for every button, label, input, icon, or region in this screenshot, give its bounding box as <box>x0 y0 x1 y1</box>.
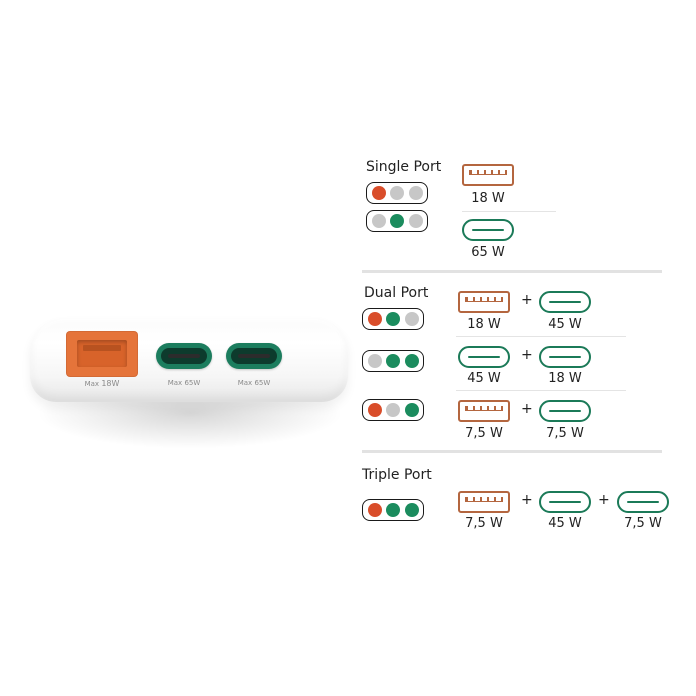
usb-a-icon <box>458 491 510 513</box>
led-indicator <box>362 308 424 330</box>
power-bank: Max 18W Max 65W Max 65W <box>30 318 348 402</box>
row-divider <box>462 211 556 212</box>
plus-sign: + <box>521 401 533 417</box>
usb-c-icon <box>539 400 591 422</box>
plus-sign: + <box>598 492 610 508</box>
plus-sign: + <box>521 292 533 308</box>
row-divider <box>456 336 626 337</box>
section-divider <box>362 450 662 453</box>
watt-label: 7,5 W <box>465 516 503 531</box>
led-off <box>371 214 386 228</box>
led-green <box>386 312 400 326</box>
watt-label: 7,5 W <box>465 426 503 441</box>
usb-a-icon <box>462 164 514 186</box>
usb-a-icon <box>458 400 510 422</box>
watt-label: 7,5 W <box>624 516 662 531</box>
led-green <box>386 354 400 368</box>
watt-label: 18 W <box>548 371 582 386</box>
device-port-caption-2: Max 65W <box>167 379 201 387</box>
led-red <box>367 403 382 417</box>
led-indicator <box>366 210 428 232</box>
led-red <box>367 312 382 326</box>
led-indicator <box>362 350 424 372</box>
led-off <box>367 354 382 368</box>
section-divider <box>362 270 662 273</box>
device-usb-a-port <box>66 331 138 377</box>
device-port-caption-3: Max 65W <box>237 379 271 387</box>
device-usb-c-port-2 <box>226 343 282 369</box>
led-off <box>390 186 404 200</box>
led-green <box>386 503 400 517</box>
led-green <box>404 503 419 517</box>
watt-label: 45 W <box>548 317 582 332</box>
usb-c-icon <box>617 491 669 513</box>
watt-label: 65 W <box>471 245 505 260</box>
led-off <box>404 312 419 326</box>
section-title-triple-port: Triple Port <box>362 467 432 483</box>
watt-label: 18 W <box>471 191 505 206</box>
led-indicator <box>366 182 428 204</box>
led-indicator <box>362 399 424 421</box>
led-off <box>408 186 423 200</box>
watt-label: 45 W <box>548 516 582 531</box>
led-indicator <box>362 499 424 521</box>
usb-a-icon <box>458 291 510 313</box>
section-title-dual-port: Dual Port <box>364 285 429 301</box>
led-red <box>371 186 386 200</box>
led-off <box>408 214 423 228</box>
led-green <box>404 354 419 368</box>
led-red <box>367 503 382 517</box>
watt-label: 45 W <box>467 371 501 386</box>
device-port-caption-1: Max 18W <box>84 379 120 388</box>
usb-c-icon <box>462 219 514 241</box>
usb-c-icon <box>539 346 591 368</box>
usb-c-icon <box>458 346 510 368</box>
watt-label: 7,5 W <box>546 426 584 441</box>
section-title-single-port: Single Port <box>366 159 442 175</box>
row-divider <box>456 390 626 391</box>
usb-c-icon <box>539 291 591 313</box>
led-off <box>386 403 400 417</box>
watt-label: 18 W <box>467 317 501 332</box>
led-green <box>390 214 404 228</box>
usb-c-icon <box>539 491 591 513</box>
plus-sign: + <box>521 492 533 508</box>
plus-sign: + <box>521 347 533 363</box>
led-green <box>404 403 419 417</box>
device-usb-c-port-1 <box>156 343 212 369</box>
